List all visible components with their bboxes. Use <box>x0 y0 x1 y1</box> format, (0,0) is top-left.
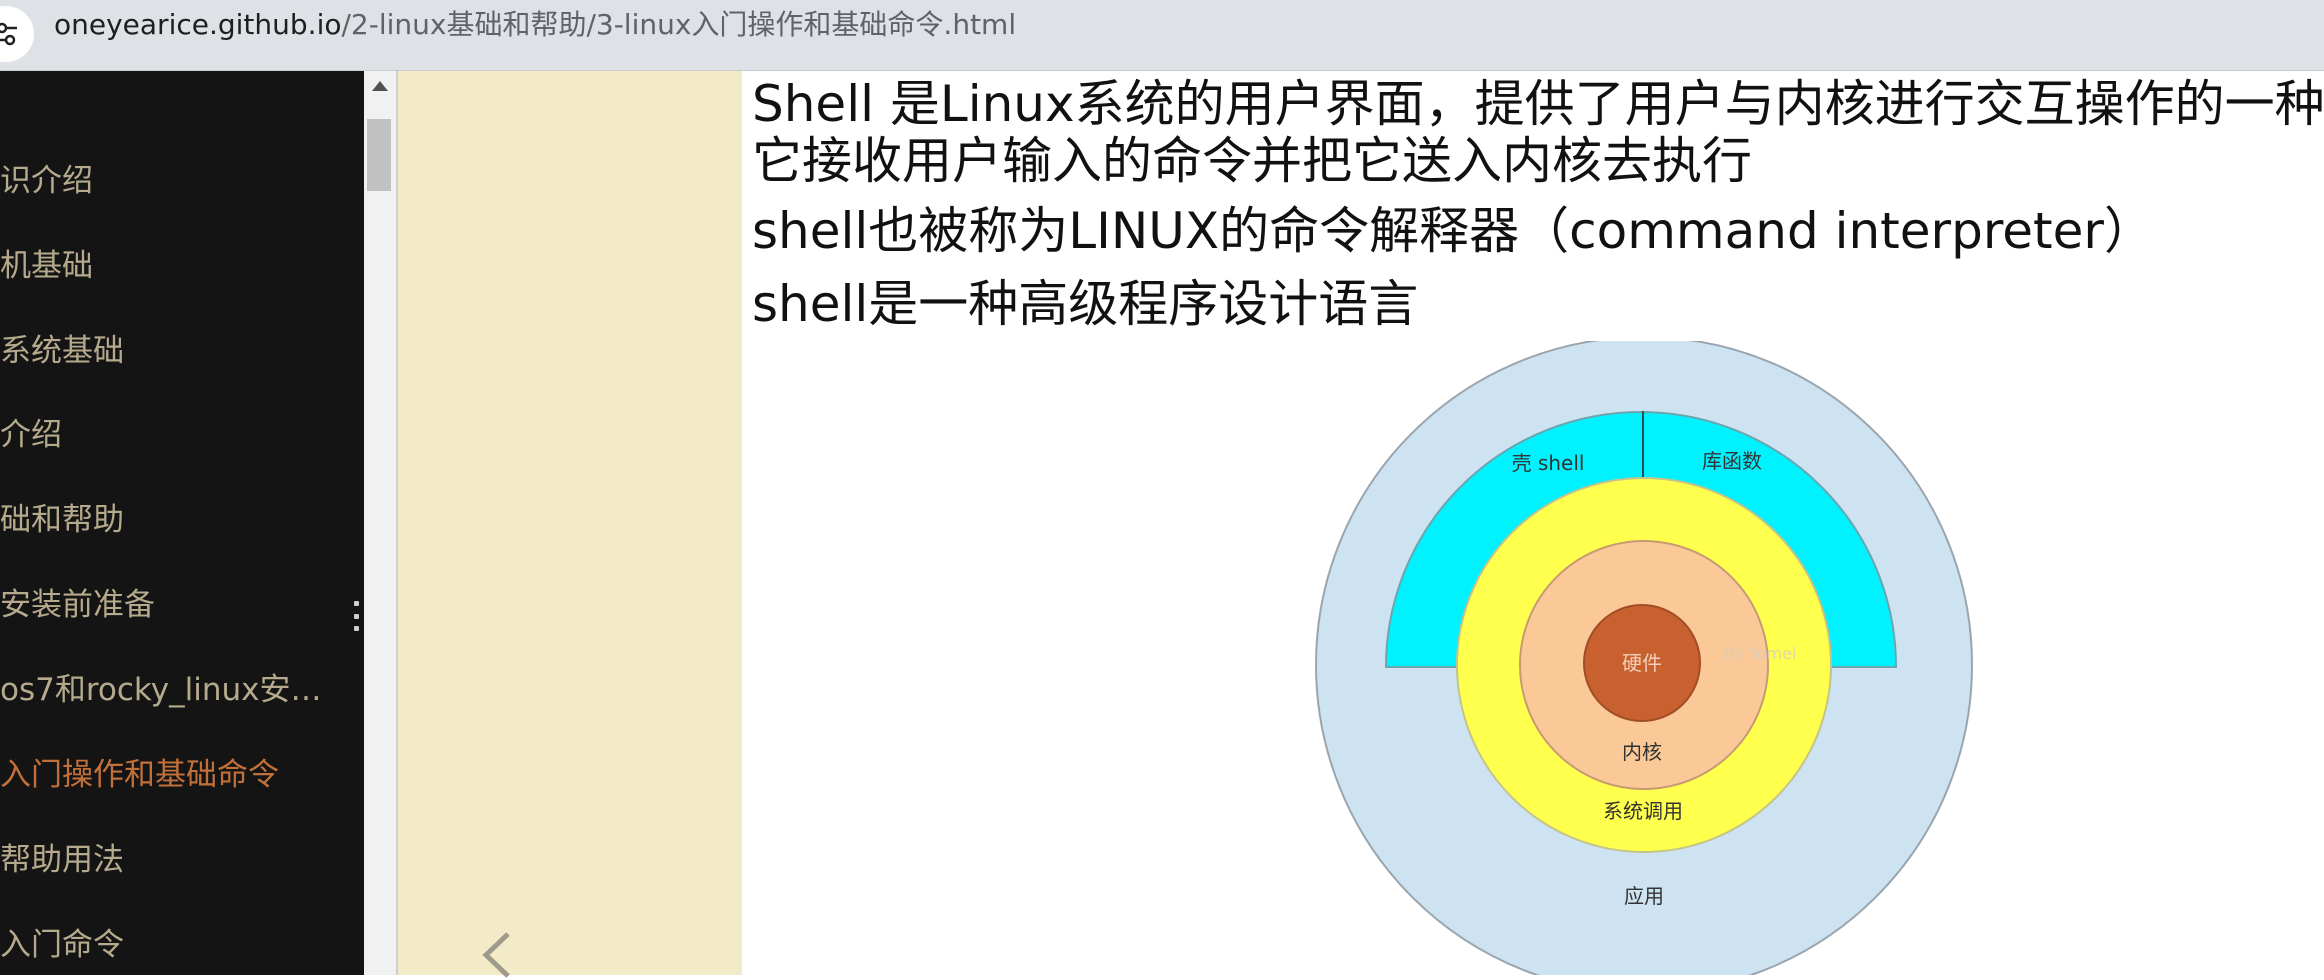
article-line: shell也被称为LINUX的命令解释器（command interpreter… <box>752 202 2154 260</box>
url-text[interactable]: oneyearice.github.io/2-linux基础和帮助/3-linu… <box>54 7 1016 43</box>
url-host: oneyearice.github.io <box>54 8 342 41</box>
article-line: Shell 是Linux系统的用户界面，提供了用户与内核进行交互操作的一种接 <box>752 75 2324 133</box>
chevron-left-icon[interactable] <box>478 930 518 980</box>
site-info-icon[interactable] <box>0 6 34 62</box>
label-kernel: 内核 <box>1622 740 1662 764</box>
article-content: Shell 是Linux系统的用户界面，提供了用户与内核进行交互操作的一种接 它… <box>742 71 2324 975</box>
resize-handle-icon[interactable] <box>352 601 360 631</box>
sidebar-item[interactable]: 介绍 <box>0 417 62 453</box>
page-gutter <box>398 71 742 975</box>
sidebar-item[interactable]: 安装前准备 <box>0 587 155 623</box>
label-library: 库函数 <box>1702 449 1762 473</box>
sidebar-item[interactable]: 机基础 <box>0 248 93 284</box>
sidebar-item-active[interactable]: 入门操作和基础命令 <box>0 757 279 793</box>
diagram-watermark: By Yomei <box>1724 644 1797 663</box>
sidebar-item[interactable]: os7和rocky_linux安… <box>0 672 322 708</box>
label-hardware: 硬件 <box>1622 651 1662 675</box>
label-application: 应用 <box>1624 884 1664 908</box>
sidebar-item[interactable]: 帮助用法 <box>0 842 124 878</box>
article-line: shell是一种高级程序设计语言 <box>752 275 1419 333</box>
sidebar-item[interactable]: 础和帮助 <box>0 502 124 538</box>
article-line: 它接收用户输入的命令并把它送入内核去执行 <box>752 132 1752 190</box>
url-path: /2-linux基础和帮助/3-linux入门操作和基础命令.html <box>341 8 1017 41</box>
hardware-core <box>1583 604 1701 722</box>
sidebar-scrollbar[interactable] <box>364 71 398 975</box>
scroll-up-arrow-icon[interactable] <box>372 81 388 91</box>
linux-architecture-diagram: 壳 shell 库函数 硬件 内核 系统调用 应用 By Yomei <box>1315 341 1973 975</box>
scroll-thumb[interactable] <box>367 119 391 191</box>
sidebar: 识介绍 机基础 系统基础 介绍 础和帮助 安装前准备 os7和rocky_lin… <box>0 71 364 975</box>
address-bar[interactable]: oneyearice.github.io/2-linux基础和帮助/3-linu… <box>0 0 2324 71</box>
sidebar-item[interactable]: 识介绍 <box>0 163 93 199</box>
label-syscall: 系统调用 <box>1603 799 1683 823</box>
sidebar-item[interactable]: 系统基础 <box>0 333 124 369</box>
label-shell: 壳 shell <box>1512 451 1585 475</box>
sidebar-item[interactable]: 入门命令 <box>0 927 124 963</box>
